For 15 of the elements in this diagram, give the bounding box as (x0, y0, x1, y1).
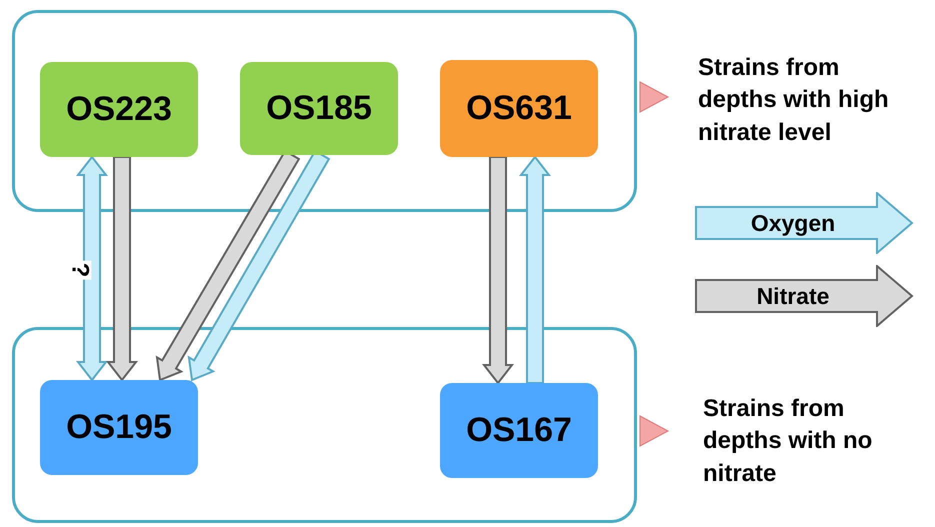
block-arrow (518, 155, 552, 384)
block-arrow (482, 156, 514, 385)
strain-box: OS223 (40, 62, 198, 157)
block-arrow (106, 156, 138, 382)
strain-box: OS195 (40, 380, 198, 475)
legend-label: Nitrate (756, 282, 830, 310)
group-panel (12, 10, 637, 212)
legend-label: Oxygen (750, 208, 836, 238)
strain-box: OS167 (440, 383, 598, 478)
strain-note: Strains from depths with high nitrate level (698, 53, 890, 148)
strain-note: Strains from depths with no nitrate (703, 394, 874, 489)
strain-box: OS631 (440, 60, 598, 157)
group-panel (12, 327, 637, 523)
block-arrow (76, 155, 108, 382)
strain-box: OS185 (240, 62, 398, 155)
